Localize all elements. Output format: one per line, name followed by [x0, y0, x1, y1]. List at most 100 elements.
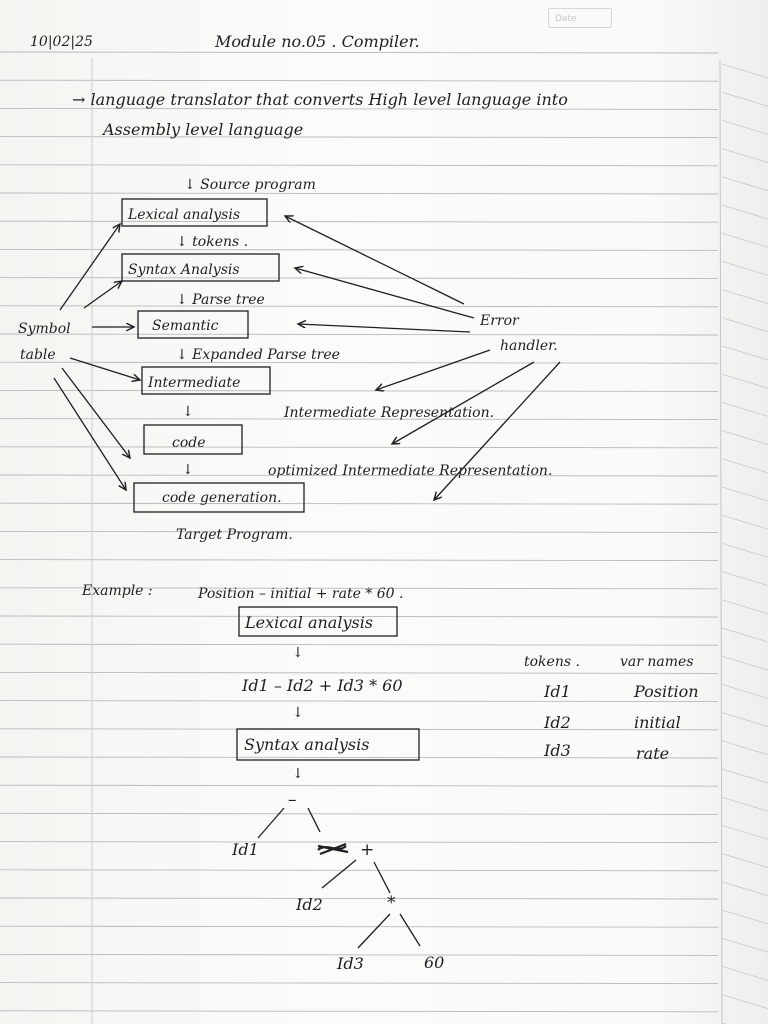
target-program-label: Target Program.	[176, 527, 293, 543]
tree-node-id1: Id1	[232, 840, 259, 859]
next-page-line	[721, 966, 768, 981]
arrow-label-down-2: ↓	[182, 462, 194, 478]
ruled-line	[0, 897, 719, 900]
intro-line-2: Assembly level language	[103, 120, 304, 139]
example-syntax-box: Syntax analysis	[244, 735, 370, 754]
phase-box-intermediate: Intermediate	[148, 375, 241, 391]
ruled-line	[0, 587, 719, 590]
ruled-line	[0, 418, 719, 421]
arrow-label-tokens: ↓ tokens .	[176, 234, 249, 250]
tree-edge-star-60	[399, 913, 421, 947]
ruled-line	[0, 305, 719, 308]
ruled-line	[0, 502, 719, 505]
next-page-line	[721, 825, 768, 840]
next-page-line	[721, 937, 768, 953]
date-stamp-label: Date	[555, 14, 577, 24]
error-handler-label-1: Error	[480, 313, 519, 329]
ruled-line	[0, 79, 719, 82]
example-down-arrow-3: ↓	[292, 766, 304, 782]
tree-node-60: 60	[424, 953, 445, 972]
arrow-symbol-to-codegen	[53, 377, 126, 490]
next-page-line	[721, 289, 768, 304]
ruled-line	[0, 389, 719, 392]
ruled-line	[0, 530, 719, 533]
next-page-line	[721, 120, 768, 135]
ruled-line	[0, 982, 719, 985]
box-semantic	[137, 310, 249, 339]
table-row-1-token: Id1	[544, 682, 571, 701]
phase-box-semantic: Semantic	[152, 318, 219, 334]
box-code-generation	[133, 482, 305, 513]
table-row-1-name: Position	[634, 682, 699, 701]
table-header-tokens: tokens .	[524, 654, 580, 670]
ruled-line	[0, 220, 719, 223]
table-row-2-name: initial	[634, 713, 681, 732]
ruled-line	[0, 361, 719, 364]
next-page-line	[721, 317, 768, 333]
ruled-line	[0, 756, 719, 759]
example-down-arrow-2: ↓	[292, 705, 304, 721]
next-page-line	[721, 627, 768, 643]
next-page-line	[721, 853, 768, 868]
next-page-line	[721, 232, 768, 248]
next-page-line	[721, 204, 768, 220]
source-program-label: ↓ Source program	[184, 177, 316, 193]
next-page-line	[721, 599, 768, 615]
next-page-line	[721, 740, 768, 756]
example-expression: Position – initial + rate * 60 .	[198, 586, 404, 602]
intermediate-representation-label: Intermediate Representation.	[284, 405, 495, 421]
box-intermediate	[141, 366, 271, 395]
next-page-line	[721, 176, 768, 192]
arrow-error-to-codegen	[434, 361, 561, 500]
box-example-lexical	[238, 606, 398, 637]
next-page-line	[721, 345, 768, 361]
next-page-line	[721, 768, 768, 784]
next-page-line	[721, 373, 768, 389]
page-title: Module no.05 . Compiler.	[215, 32, 420, 51]
arrow-error-to-syntax	[295, 268, 475, 319]
box-example-syntax	[236, 728, 420, 761]
arrow-error-to-semantic	[298, 324, 471, 333]
ruled-line	[0, 474, 719, 477]
table-row-3-token: Id3	[544, 741, 571, 760]
token-stream: Id1 – Id2 + Id3 * 60	[242, 676, 403, 695]
ruled-line	[0, 559, 719, 562]
ruled-line	[0, 107, 719, 110]
next-page-line	[721, 430, 768, 445]
arrow-symbol-to-intermediate	[69, 357, 140, 380]
ruled-line	[0, 784, 719, 787]
tree-edge-root-id1	[257, 807, 285, 839]
example-label: Example :	[82, 583, 153, 599]
optimized-representation-label: optimized Intermediate Representation.	[268, 463, 553, 479]
next-page-line	[721, 148, 768, 163]
next-page-line	[721, 909, 768, 925]
arrow-symbol-to-code	[61, 367, 130, 458]
page-edge-line	[719, 59, 723, 1024]
example-lexical-box: Lexical analysis	[245, 613, 374, 632]
next-page-line	[721, 458, 768, 474]
arrow-label-down-1: ↓	[182, 404, 194, 420]
ruled-line	[0, 277, 719, 280]
arrow-label-expanded-parse-tree: ↓ Expanded Parse tree	[176, 347, 340, 363]
arrow-error-to-lexical	[285, 216, 465, 305]
error-handler-label-2: handler.	[500, 338, 558, 354]
ruled-line	[0, 615, 719, 618]
next-page-line	[721, 994, 768, 1009]
ruled-line	[0, 671, 719, 674]
tree-edge-star-id3	[357, 913, 391, 949]
next-page-line	[721, 63, 768, 79]
scribbled-token	[317, 842, 349, 856]
box-code	[143, 424, 243, 455]
arrow-symbol-to-syntax	[83, 281, 122, 309]
example-down-arrow-1: ↓	[292, 645, 304, 661]
next-page-line	[721, 402, 768, 417]
ruled-line	[0, 812, 719, 815]
ruled-line	[0, 925, 719, 928]
next-page-line	[721, 655, 768, 671]
arrow-error-to-code	[392, 361, 535, 444]
ruled-line	[0, 869, 719, 872]
tree-edge-plus-id2	[321, 859, 357, 889]
ruled-line	[0, 192, 719, 195]
tree-edge-root-plus	[307, 807, 321, 833]
arrow-error-to-intermediate	[376, 349, 491, 390]
